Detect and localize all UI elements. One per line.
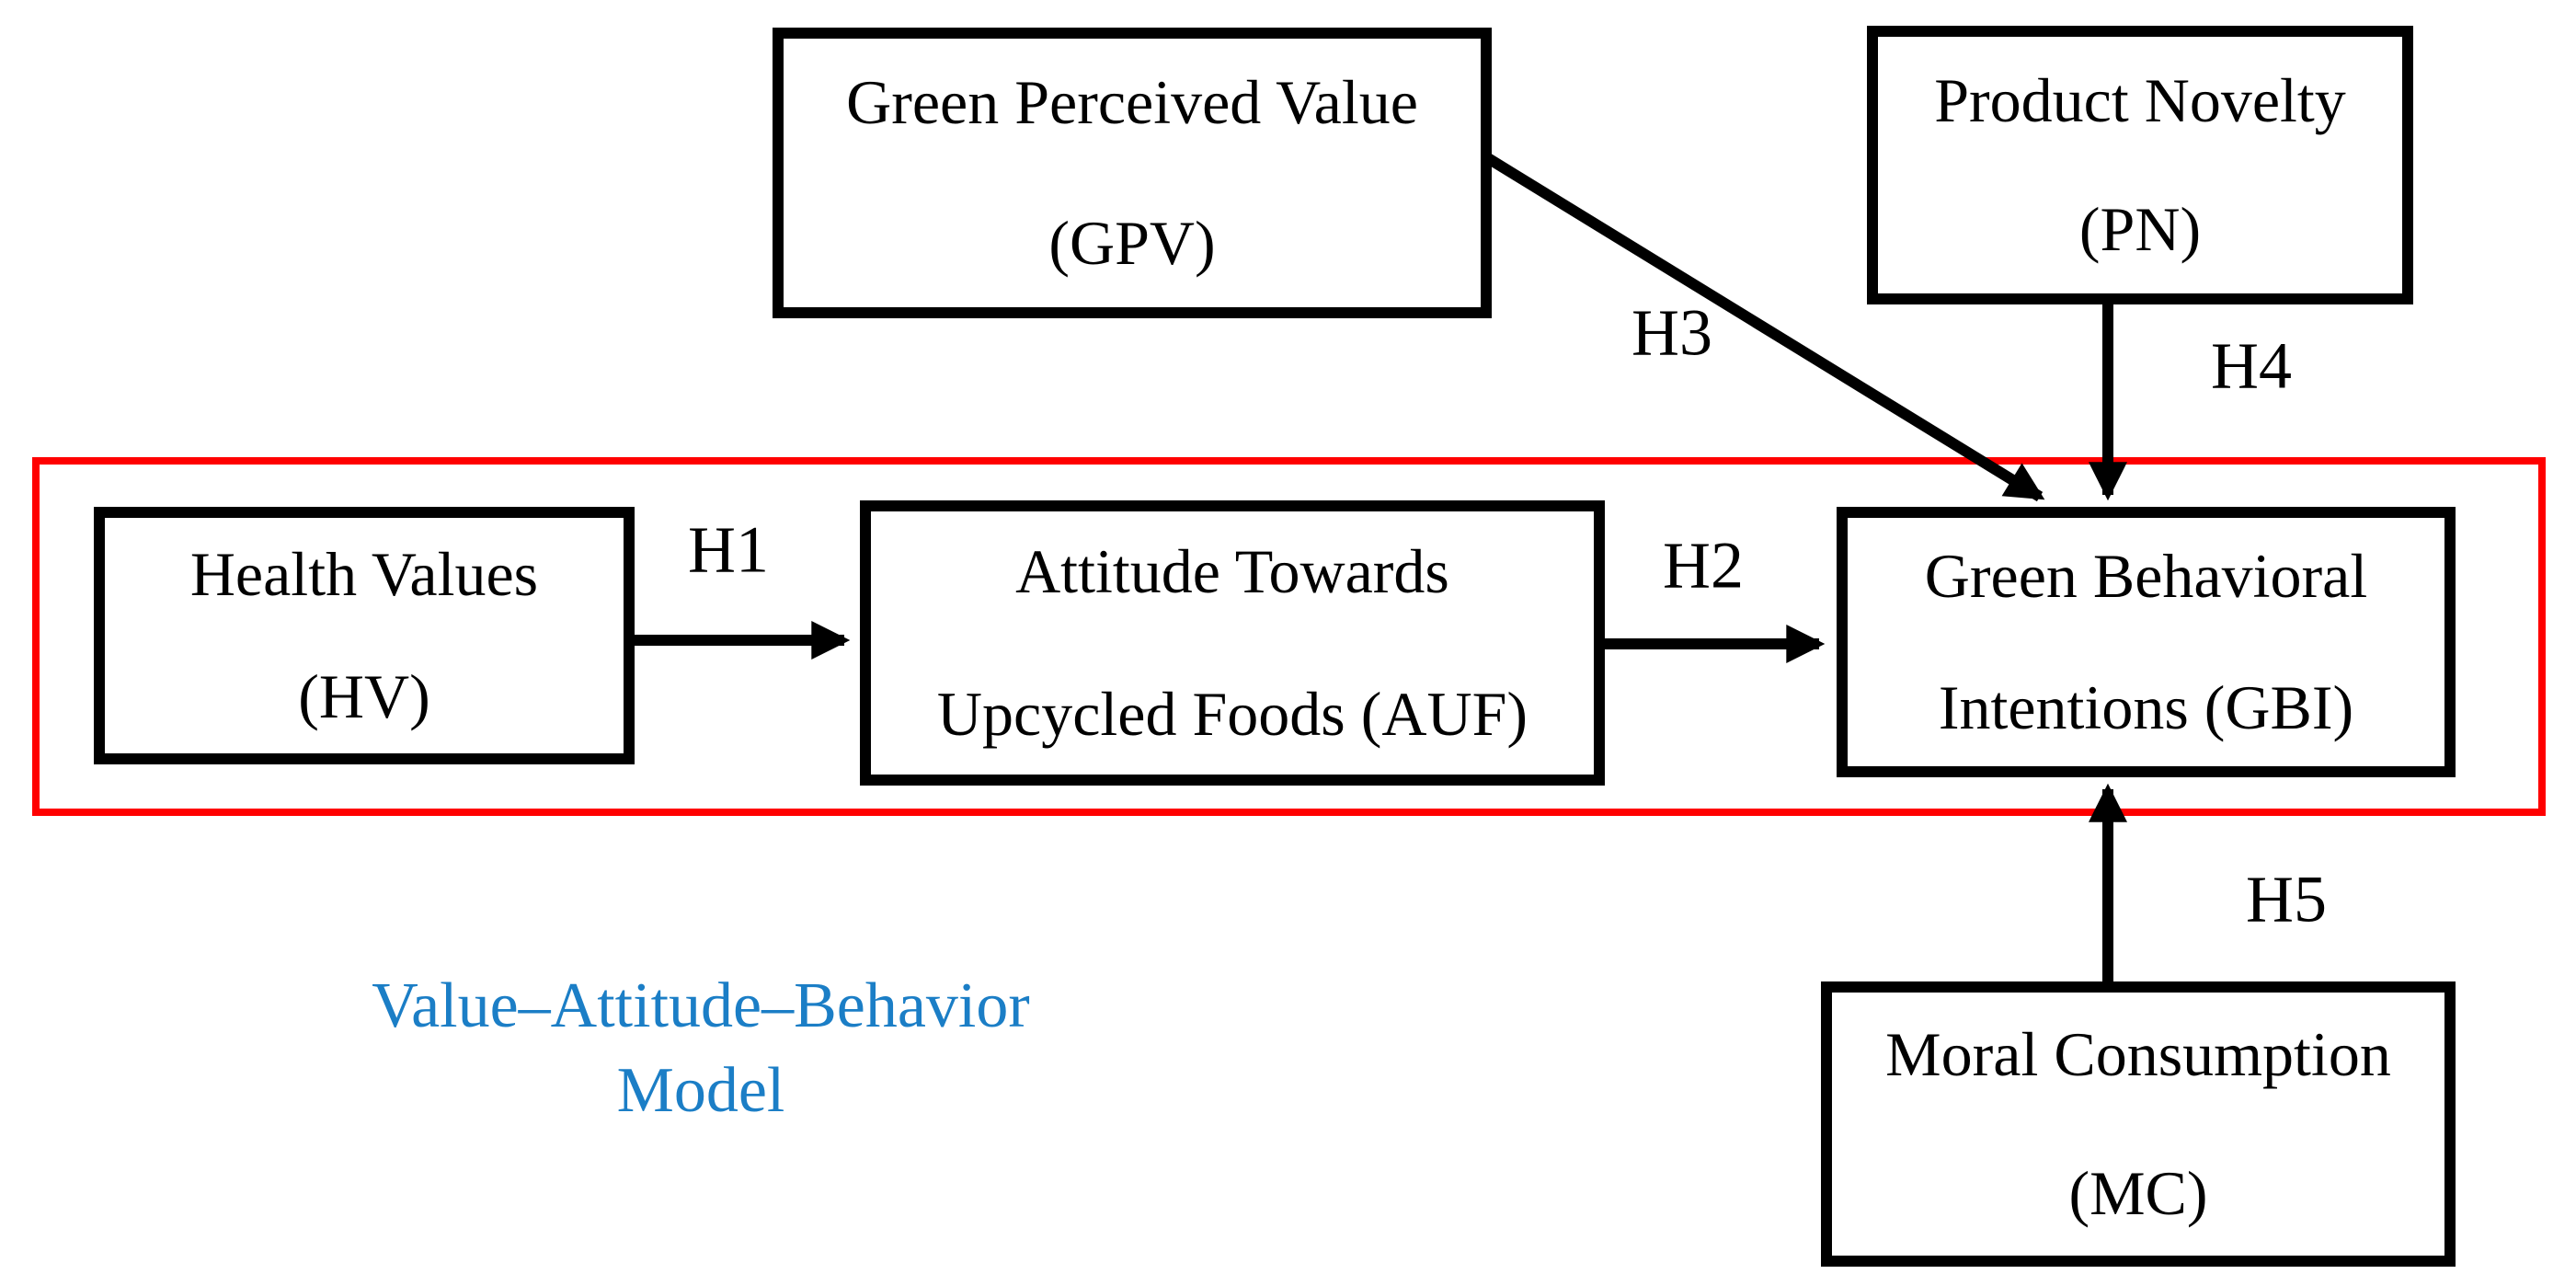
node-moral-consumption: Moral Consumption (MC)	[1821, 981, 2456, 1267]
node-green-perceived-value: Green Perceived Value (GPV)	[773, 28, 1492, 318]
node-label: Green Behavioral	[1924, 541, 2368, 611]
vab-model-caption-line1: Value–Attitude–Behavior	[372, 970, 1030, 1041]
node-label: Attitude Towards	[1015, 536, 1449, 606]
vab-model-frame	[32, 457, 2546, 816]
node-label-2: Intentions (GBI)	[1938, 671, 2354, 742]
node-label: Health Values	[189, 539, 539, 609]
node-label: Product Novelty	[1934, 65, 2346, 135]
hypothesis-label-h2: H2	[1663, 528, 1744, 603]
node-attitude-upcycled-foods: Attitude Towards Upcycled Foods (AUF)	[860, 500, 1605, 786]
node-label-2: Upcycled Foods (AUF)	[936, 678, 1528, 749]
hypothesis-label-h3: H3	[1631, 295, 1712, 370]
node-health-values: Health Values (HV)	[94, 507, 635, 764]
node-green-behavioral-intentions: Green Behavioral Intentions (GBI)	[1837, 507, 2456, 777]
hypothesis-label-h1: H1	[688, 512, 769, 587]
node-abbreviation: (PN)	[2078, 193, 2202, 264]
node-abbreviation: (MC)	[2068, 1157, 2208, 1228]
hypothesis-label-h4: H4	[2211, 328, 2292, 403]
hypothesis-label-h5: H5	[2246, 862, 2327, 936]
node-label: Green Perceived Value	[846, 67, 1418, 137]
vab-model-caption: Value–Attitude–Behavior Model	[372, 964, 1029, 1133]
node-label: Moral Consumption	[1885, 1019, 2391, 1089]
arrow-h3	[1484, 153, 2045, 502]
node-abbreviation: (GPV)	[1048, 207, 1216, 278]
node-product-novelty: Product Novelty (PN)	[1867, 26, 2413, 304]
node-abbreviation: (HV)	[298, 660, 430, 731]
vab-model-caption-line2: Model	[616, 1055, 785, 1126]
